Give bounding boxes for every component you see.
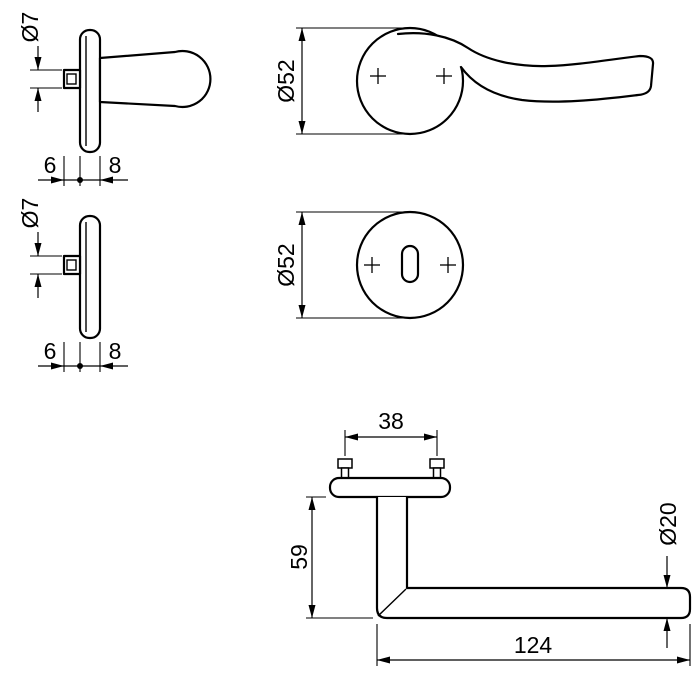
lever-grip-end-on [98,49,212,109]
dim-label-spindle-diameter: Ø7 [17,198,43,229]
escutcheon-front-outline [355,210,465,320]
lever-mask [398,33,654,102]
dim-projection: 59 [286,496,373,619]
spindle-detail [66,259,77,271]
view-escutcheon-front: Ø52 [273,210,465,320]
dim-label-grip-diameter: Ø20 [655,502,681,545]
dim-grip-diameter: Ø20 [655,502,681,648]
screw-shank [340,467,350,479]
dim-label-offset-front: 6 [44,338,57,364]
screw-head [429,458,445,469]
dim-rose-diameter: Ø52 [273,27,404,135]
view-handle-side: Ø7 6 8 [17,12,212,186]
screw-cross-left [364,257,380,273]
dim-rose-offsets: 6 8 [38,338,128,372]
dim-rose-diameter: Ø52 [273,211,404,319]
dim-label-projection: 59 [286,544,312,570]
rose-front-outline [355,26,465,136]
screw-cross-right [436,68,452,84]
dimension-dot [77,363,83,369]
view-handle-front: Ø52 [273,26,655,136]
screw-head [337,458,353,469]
dim-rose-offsets: 6 8 [38,152,128,186]
fixing-screw-right [429,458,445,479]
dim-label-offset-back: 8 [109,338,122,364]
view-escutcheon-side: Ø7 6 8 [17,198,128,372]
dim-spindle-diameter: Ø7 [17,198,62,298]
lever-outline [396,32,655,103]
spindle-detail [66,73,77,85]
dim-label-rose-diameter: Ø52 [273,243,299,286]
rose-edge-profile [328,476,452,499]
rose-side-outline [78,214,102,340]
dim-label-offset-back: 8 [109,152,122,178]
dimension-dot [77,177,83,183]
dim-label-spindle-diameter: Ø7 [17,12,43,43]
keyhole-slot [400,244,420,284]
screw-cross-left [370,68,386,84]
dim-label-offset-front: 6 [44,152,57,178]
lever-profile-outline [375,495,692,620]
dim-label-grip-length: 124 [514,632,553,658]
dim-spindle-diameter: Ø7 [17,12,62,112]
view-handle-profile: 38 59 Ø20 124 [286,408,692,666]
fixing-screw-left [337,458,353,479]
dim-screw-spacing: 38 [344,408,438,456]
lever-miter-line [377,588,407,617]
screw-shank [432,467,442,479]
dim-label-screw-spacing: 38 [378,408,404,434]
rose-side-outline [78,28,102,154]
dim-label-rose-diameter: Ø52 [273,59,299,102]
screw-cross-right [440,257,456,273]
dim-grip-length: 124 [376,624,691,666]
